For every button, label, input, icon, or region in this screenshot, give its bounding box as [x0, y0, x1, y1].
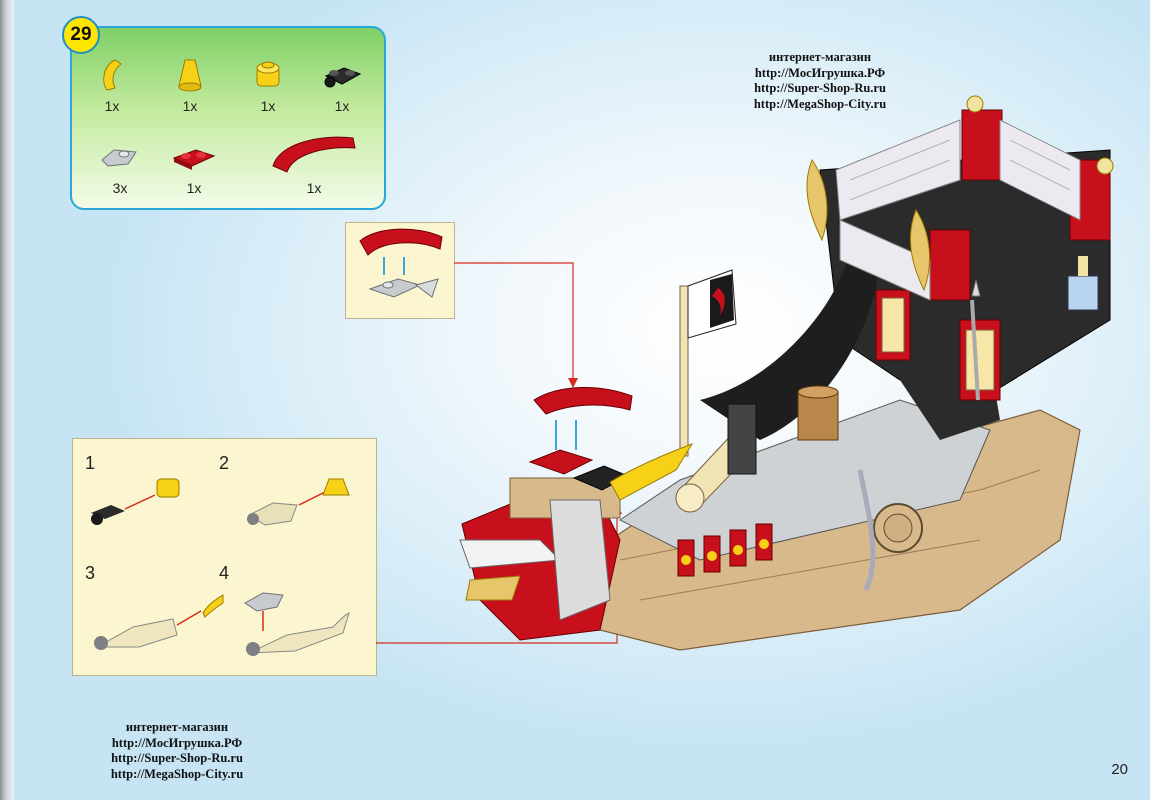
shop-line: интернет-магазин — [125, 720, 229, 734]
part-yellow-cone: 1x — [160, 56, 220, 114]
shop-link[interactable]: http://МосИгрушка.РФ — [111, 735, 243, 750]
part-qty: 1x — [306, 180, 322, 196]
subassembly-illustration — [359, 228, 443, 298]
page-number: 20 — [1111, 761, 1128, 778]
deck — [619, 399, 991, 561]
yellow-horn-icon — [103, 59, 122, 91]
step-number-badge: 29 — [62, 16, 100, 54]
page-binding-edge — [0, 0, 14, 800]
shop-link[interactable]: http://MegaShop-City.ru — [753, 96, 887, 111]
shop-link[interactable]: http://MegaShop-City.ru — [110, 766, 244, 781]
shop-link[interactable]: http://МосИгрушка.РФ — [754, 65, 886, 80]
part-red-plate: 1x — [164, 140, 224, 196]
subassembly-callout — [345, 222, 455, 319]
part-gray-tooth: 3x — [90, 140, 150, 196]
parts-list-panel: 1x 1x 1x 1x 3x — [70, 26, 386, 210]
shop-line: интернет-магазин — [768, 50, 872, 64]
substep-4-label: 4 — [219, 563, 230, 583]
substep-3-label: 3 — [85, 563, 96, 583]
part-yellow-round: 1x — [238, 56, 298, 114]
callout-arrow-top — [454, 262, 574, 382]
part-qty: 1x — [334, 98, 350, 114]
substep-2-label: 2 — [219, 453, 230, 473]
part-qty: 1x — [182, 98, 198, 114]
part-qty: 1x — [186, 180, 202, 196]
black-clip-plate-icon — [324, 67, 362, 88]
shop-link[interactable]: http://Super-Shop-Ru.ru — [754, 81, 886, 95]
gray-tooth-plate-icon — [101, 149, 137, 167]
yellow-cone-icon — [178, 59, 202, 92]
new-red-slope — [533, 386, 633, 415]
part-black-clip: 1x — [312, 56, 372, 114]
yellow-round-brick-icon — [256, 61, 280, 87]
part-red-curved: 1x — [268, 132, 360, 196]
substeps-illustration — [91, 478, 350, 656]
shop-info-top: интернет-магазин http://МосИгрушка.РФ ht… — [735, 50, 905, 112]
part-qty: 1x — [104, 98, 120, 114]
shop-link[interactable]: http://Super-Shop-Ru.ru — [111, 751, 243, 765]
red-curved-slope-icon — [272, 136, 356, 173]
shop-info-bottom: интернет-магазин http://МосИгрушка.РФ ht… — [92, 720, 262, 782]
new-yellow-horn — [609, 443, 694, 501]
new-red-plate — [528, 449, 594, 475]
part-yellow-horn: 1x — [82, 56, 142, 114]
substep-1-label: 1 — [85, 453, 96, 473]
part-qty: 3x — [112, 180, 128, 196]
red-plate-icon — [172, 149, 216, 170]
substeps-callout: 1 2 3 4 — [72, 438, 377, 676]
part-qty: 1x — [260, 98, 276, 114]
